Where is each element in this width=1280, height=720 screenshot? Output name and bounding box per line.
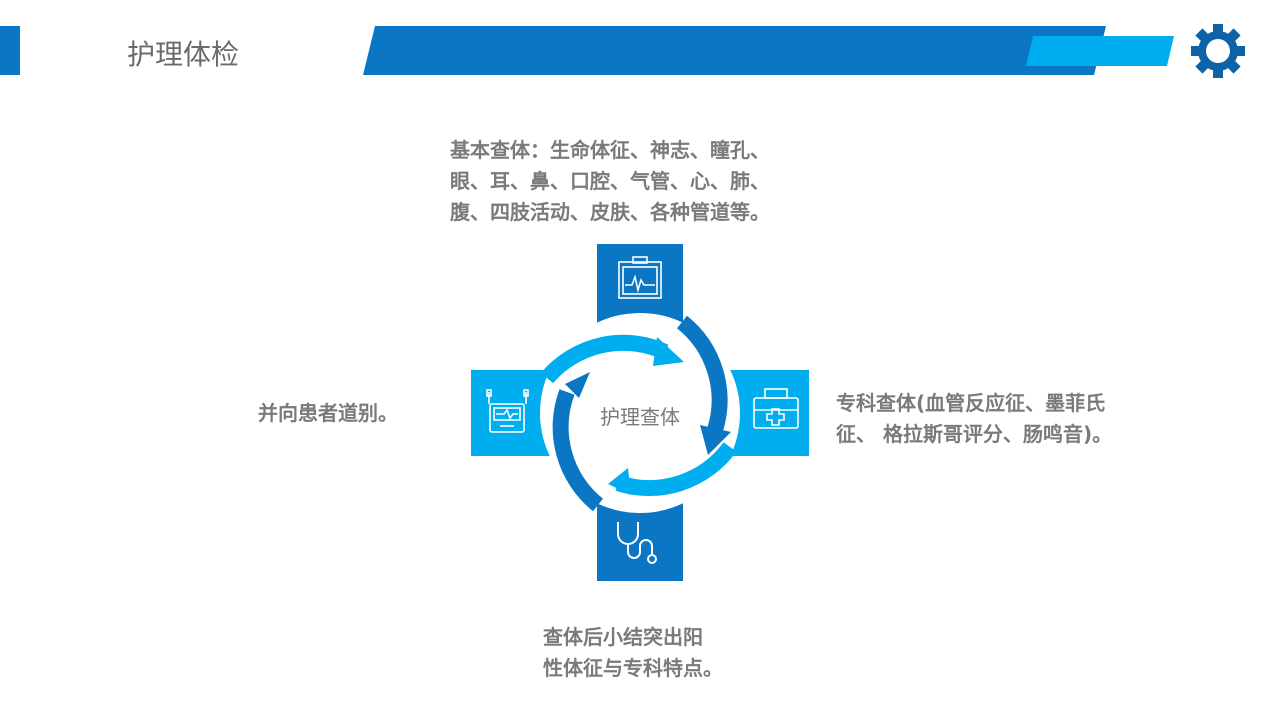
page-title: 护理体检 (127, 38, 240, 71)
header-dark-band (363, 26, 1106, 75)
arc-left (552, 389, 604, 512)
center-label: 护理查体 (600, 405, 680, 429)
stethoscope-icon (617, 522, 657, 564)
monitor-chart-icon (618, 256, 662, 299)
gear-icon (1191, 24, 1245, 78)
arrow-head-bottom (608, 468, 631, 495)
header-decoration (363, 24, 1245, 78)
top-text-line: 眼、耳、鼻、口腔、气管、心、肺、 (450, 169, 770, 193)
header-left-bar (0, 26, 20, 75)
top-text-line: 腹、四肢活动、皮肤、各种管道等。 (450, 200, 770, 224)
arc-right (676, 315, 728, 433)
top-text: 基本查体：生命体征、神志、瞳孔、 眼、耳、鼻、口腔、气管、心、肺、 腹、四肢活动… (450, 135, 770, 228)
arrow-head-left (565, 372, 590, 398)
arrow-head-top (653, 337, 684, 366)
arrow-head-right (700, 425, 731, 455)
right-text-line: 征、 格拉斯哥评分、肠鸣音)。 (836, 422, 1113, 446)
left-text: 并向患者道别。 (258, 401, 398, 425)
arc-top (540, 334, 669, 384)
bottom-text: 查体后小结突出阳 性体征与专科特点。 (543, 622, 723, 684)
right-text: 专科查体(血管反应征、墨菲氏 征、 格拉斯哥评分、肠鸣音)。 (836, 388, 1112, 450)
header-light-band (1026, 36, 1174, 66)
defibrillator-icon (486, 389, 529, 433)
bottom-text-line: 性体征与专科特点。 (543, 656, 723, 680)
bottom-text-line: 查体后小结突出阳 (543, 625, 703, 649)
arc-bottom (615, 442, 737, 497)
top-text-line: 基本查体：生命体征、神志、瞳孔、 (450, 138, 770, 162)
medical-kit-icon (753, 388, 799, 429)
right-text-line: 专科查体(血管反应征、墨菲氏 (836, 391, 1106, 415)
